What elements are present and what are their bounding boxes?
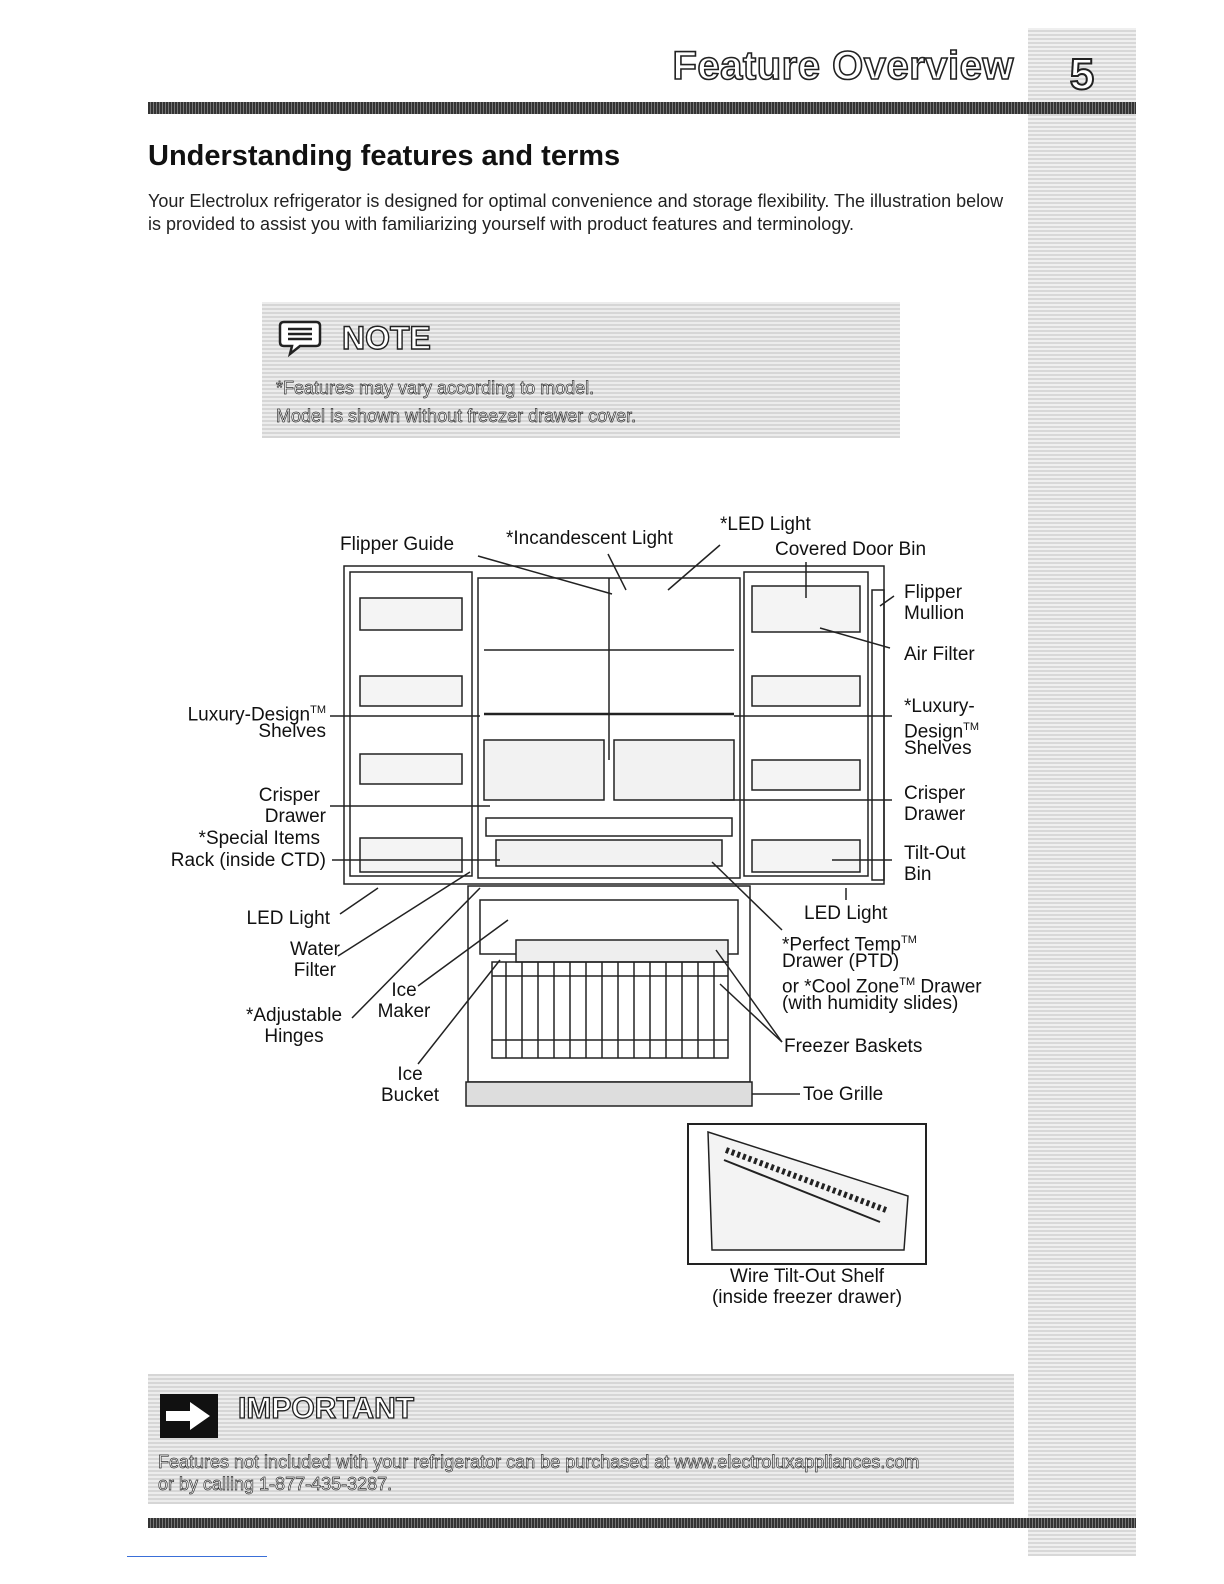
label-luxury-left-2: Shelves — [150, 721, 326, 742]
label-wire-shelf-1: Wire Tilt-Out Shelf — [690, 1266, 924, 1287]
label-incandescent-light: *Incandescent Light — [506, 528, 673, 549]
label-water-filter-1: Water — [200, 939, 340, 960]
label-crisper-right-1: Crisper — [904, 783, 965, 804]
label-special-items-2: Rack (inside CTD) — [150, 850, 326, 871]
label-crisper-right-2: Drawer — [904, 804, 965, 825]
label-luxury-right-3: Shelves — [904, 738, 972, 759]
label-led-light-right: LED Light — [804, 903, 887, 924]
label-tilt-out-bin-1: Tilt-Out — [904, 843, 966, 864]
label-special-items-1: *Special Items — [150, 828, 320, 849]
label-ice-bucket-2: Bucket — [374, 1085, 446, 1106]
label-wire-shelf-2: (inside freezer drawer) — [680, 1287, 934, 1308]
footer-rule — [148, 1518, 1136, 1528]
arrow-right-icon — [160, 1394, 218, 1438]
label-adjustable-hinges-2: Hinges — [230, 1026, 358, 1047]
label-ice-bucket-1: Ice — [374, 1064, 446, 1085]
label-led-light-top: *LED Light — [720, 514, 811, 535]
label-flipper-mullion-2: Mullion — [904, 603, 964, 624]
important-title: IMPORTANT — [238, 1392, 414, 1426]
label-adjustable-hinges-1: *Adjustable — [230, 1005, 358, 1026]
label-ptd-4: (with humidity slides) — [782, 993, 958, 1014]
label-crisper-left-1: Crisper — [150, 785, 320, 806]
label-flipper-guide: Flipper Guide — [340, 534, 454, 555]
label-ice-maker-1: Ice — [374, 980, 434, 1001]
label-luxury-right-1: *Luxury- — [904, 696, 975, 717]
important-line-2: or by calling 1-877-435-3287. — [158, 1474, 392, 1495]
label-freezer-baskets: Freezer Baskets — [784, 1036, 922, 1057]
label-led-light-left: LED Light — [200, 908, 330, 929]
label-covered-door-bin: Covered Door Bin — [775, 539, 926, 560]
label-crisper-left-2: Drawer — [150, 806, 326, 827]
important-box: IMPORTANT Features not included with you… — [148, 1374, 1014, 1504]
label-tilt-out-bin-2: Bin — [904, 864, 931, 885]
label-ice-maker-2: Maker — [370, 1001, 438, 1022]
label-ptd-2: Drawer (PTD) — [782, 951, 899, 972]
important-line-1: Features not included with your refriger… — [158, 1452, 919, 1473]
label-flipper-mullion-1: Flipper — [904, 582, 962, 603]
label-toe-grille: Toe Grille — [803, 1084, 883, 1105]
label-air-filter: Air Filter — [904, 644, 975, 665]
footer-link-underline — [127, 1556, 267, 1557]
label-water-filter-2: Filter — [200, 960, 336, 981]
